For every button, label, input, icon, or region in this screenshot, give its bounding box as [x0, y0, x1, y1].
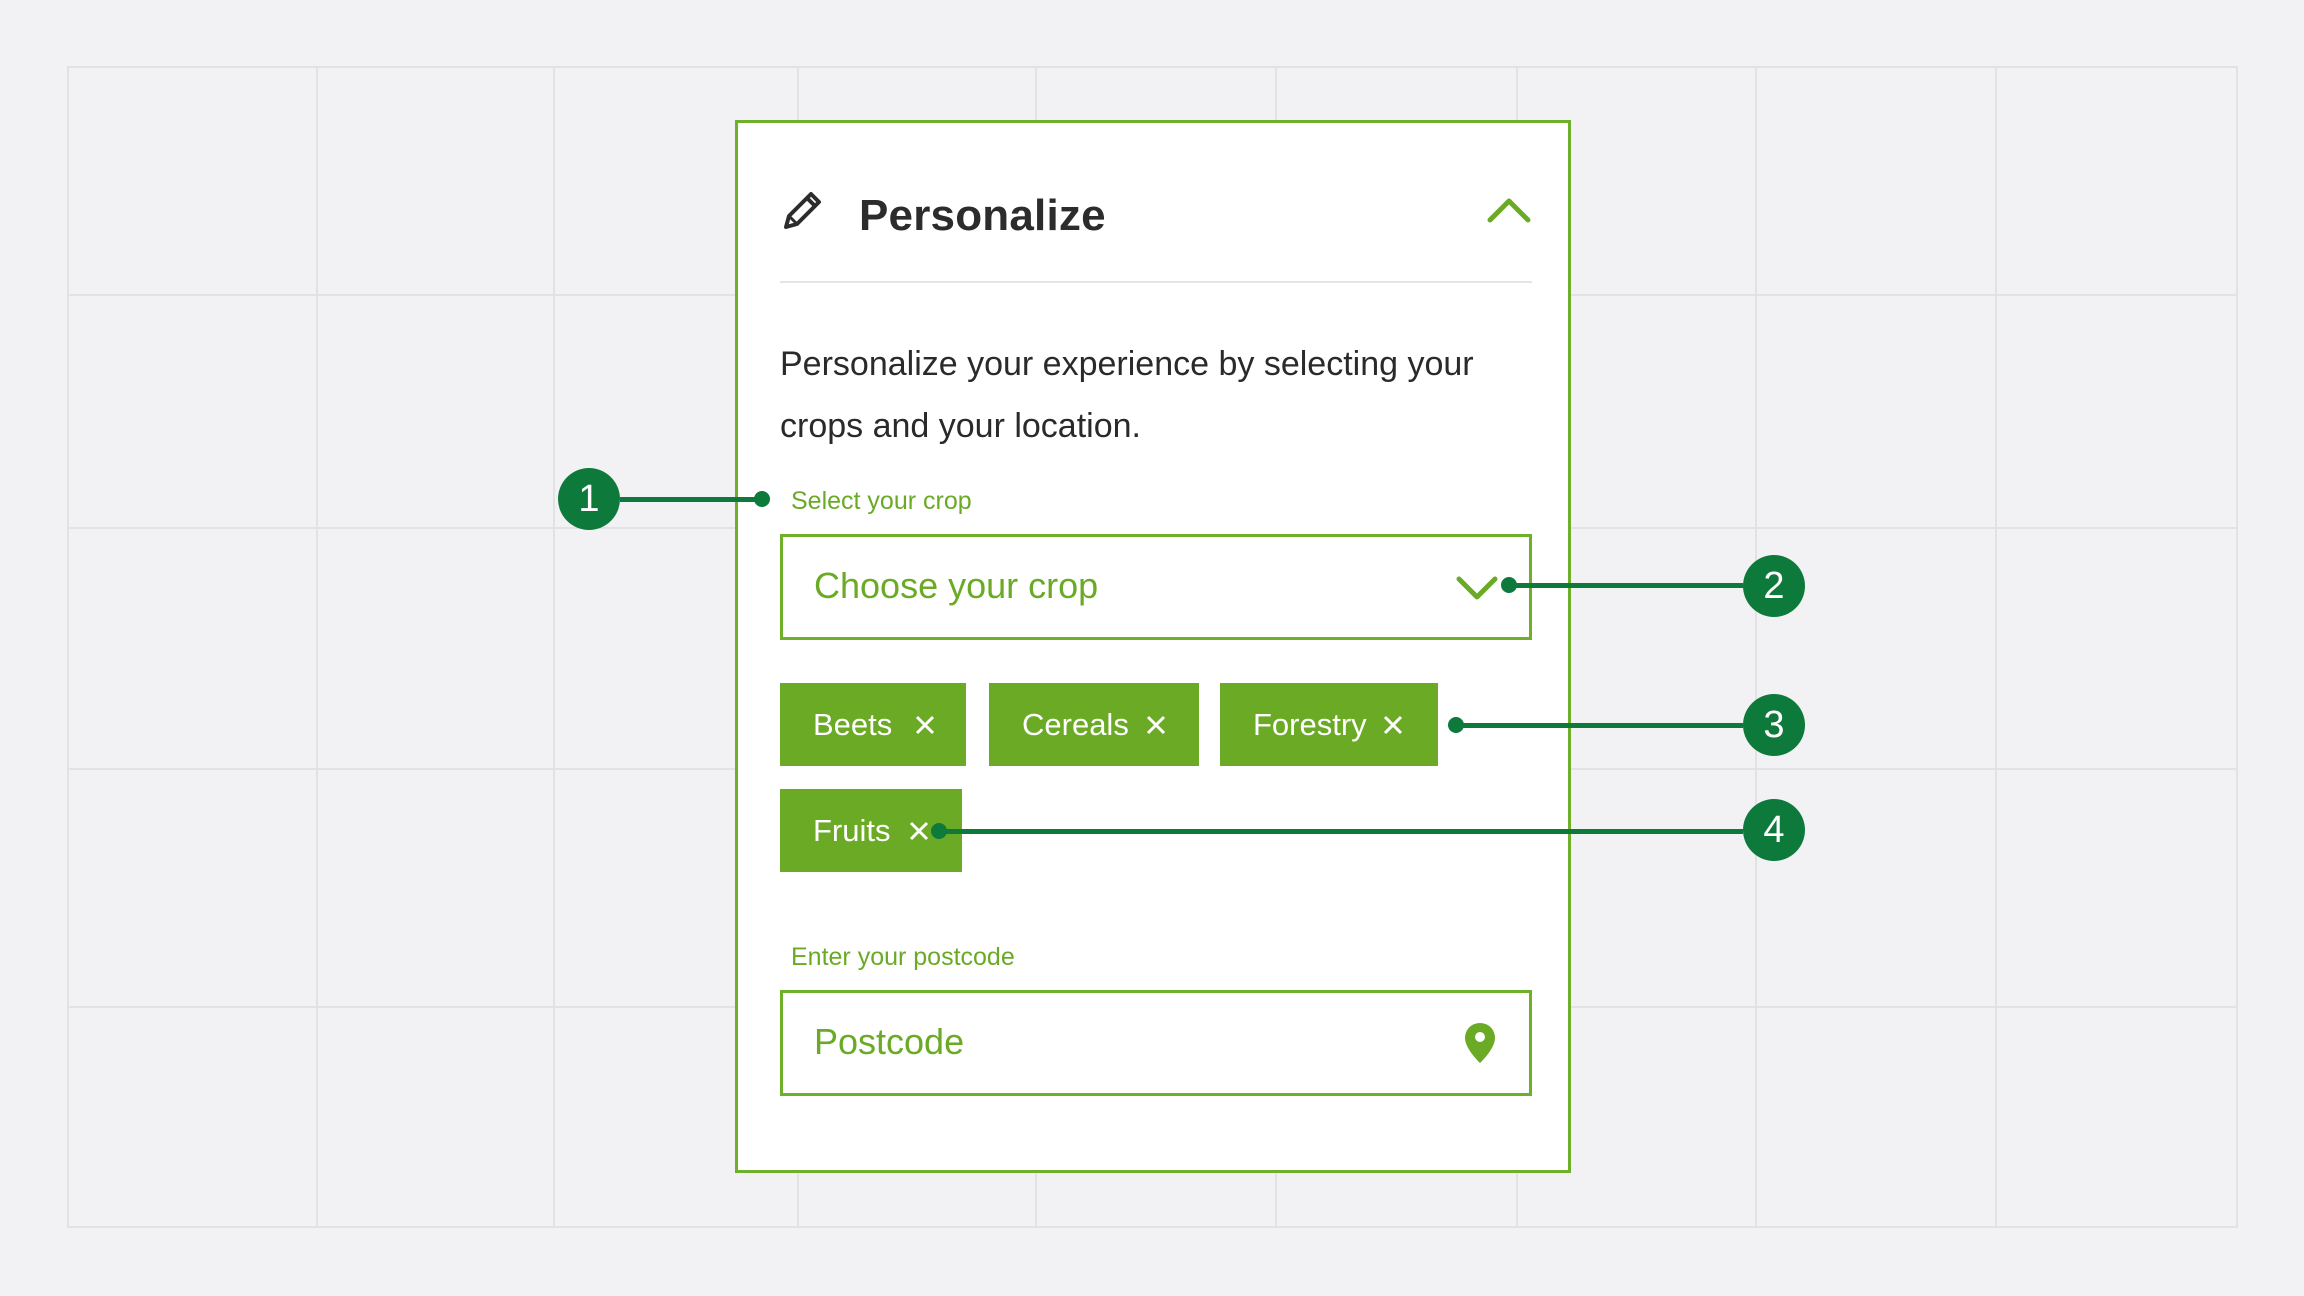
- callout-dot-1: [754, 491, 770, 507]
- postcode-field-label: Enter your postcode: [791, 943, 1015, 971]
- panel-description: Personalize your experience by selecting…: [780, 345, 1474, 445]
- close-icon[interactable]: [914, 714, 936, 736]
- tag-label: Beets: [813, 707, 893, 742]
- close-icon[interactable]: [1145, 714, 1167, 736]
- pencil-icon: [784, 192, 821, 229]
- callout-line-1: [620, 497, 762, 502]
- tag-label: Forestry: [1253, 707, 1367, 742]
- callout-dot-3: [1448, 717, 1464, 733]
- callout-badge-1: 1: [558, 468, 620, 530]
- callout-line-4: [940, 829, 1743, 834]
- personalize-panel: Personalize Personalize your experience …: [735, 120, 1571, 1173]
- crop-select-placeholder: Choose your crop: [814, 565, 1099, 606]
- map-pin-icon: [1465, 1023, 1495, 1063]
- tag-label: Cereals: [1022, 707, 1129, 742]
- crop-field-label: Select your crop: [791, 487, 972, 515]
- grid-line: [316, 68, 318, 1226]
- tag-cereals: Cereals: [989, 683, 1199, 766]
- callout-badge-2: 2: [1743, 555, 1805, 617]
- callout-line-3: [1455, 723, 1743, 728]
- grid-line: [1755, 68, 1757, 1226]
- postcode-input[interactable]: Postcode: [780, 990, 1532, 1096]
- callout-badge-3: 3: [1743, 694, 1805, 756]
- callout-dot-2: [1501, 577, 1517, 593]
- tag-forestry: Forestry: [1220, 683, 1438, 766]
- panel-title: Personalize: [859, 191, 1106, 240]
- tag-label: Fruits: [813, 813, 891, 848]
- postcode-placeholder: Postcode: [814, 1021, 965, 1062]
- grid-line: [1995, 68, 1997, 1226]
- chevron-up-icon[interactable]: [1486, 190, 1532, 230]
- callout-badge-4: 4: [1743, 799, 1805, 861]
- header-divider: [780, 281, 1532, 283]
- panel-header[interactable]: Personalize: [780, 163, 1532, 283]
- close-icon[interactable]: [908, 820, 930, 842]
- chevron-down-icon[interactable]: [1455, 570, 1499, 606]
- tag-beets: Beets: [780, 683, 966, 766]
- grid-line: [553, 68, 555, 1226]
- callout-line-2: [1507, 583, 1743, 588]
- close-icon[interactable]: [1382, 714, 1404, 736]
- callout-dot-4: [931, 823, 947, 839]
- crop-select[interactable]: Choose your crop: [780, 534, 1532, 640]
